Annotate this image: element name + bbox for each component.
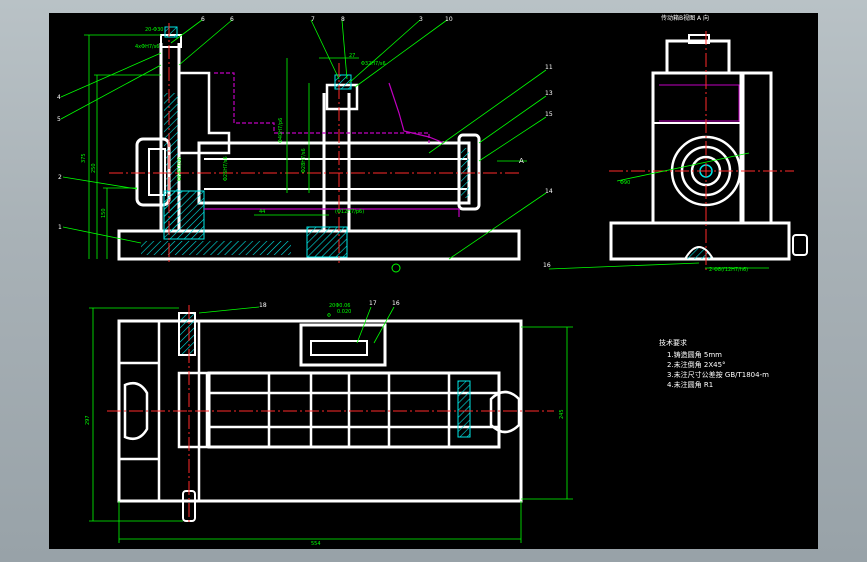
dim-27: 27 <box>349 53 355 59</box>
balloon-labels: 6 6 4 5 2 1 7 8 3 10 11 13 15 14 16 18 1… <box>57 16 553 309</box>
dim-phi: Φ <box>327 313 331 319</box>
dim-4phiH7: 4xΦH7/s6 <box>135 44 160 50</box>
balloon-4: 4 <box>57 94 61 101</box>
balloon-3: 3 <box>419 16 423 23</box>
balloon-1: 1 <box>58 224 62 231</box>
dim-0020: 0.020 <box>337 309 351 315</box>
balloon-6a: 6 <box>201 16 205 23</box>
section-marker-a: A <box>519 157 524 165</box>
balloon-16: 16 <box>543 262 551 269</box>
balloon-13: 13 <box>545 90 553 97</box>
balloon-11: 11 <box>545 64 553 71</box>
tech-requirements-title: 技术要求 <box>659 338 687 347</box>
balloon-7: 7 <box>311 16 315 23</box>
dim-297: 297 <box>85 415 91 425</box>
balloon-8: 8 <box>341 16 345 23</box>
tech-requirement-3: 3.未注尺寸公差按 GB/T1804-m <box>667 370 769 379</box>
dim-375: 375 <box>81 153 87 163</box>
dim-150: 150 <box>101 208 107 218</box>
balloon-2: 2 <box>58 174 62 181</box>
dimension-labels: 20-Φ30 4xΦH7/s6 Φ64h7/s6 Φ25H7/s6 Φ40H7/… <box>81 27 748 547</box>
drawing-canvas: 6 6 4 5 2 1 7 8 3 10 11 13 15 14 16 18 1… <box>49 13 818 549</box>
balloon-5: 5 <box>57 116 61 123</box>
balloon-17: 17 <box>369 300 377 307</box>
dim-2phi8: 2-Φ8(f12H7/h6) <box>709 267 748 273</box>
dim-phi28: Φ28H7/s6 <box>301 148 307 173</box>
dim-245: 245 <box>559 409 565 419</box>
tech-requirement-1: 1.铸造圆角 5mm <box>667 350 722 359</box>
dim-phi90: Φ90 <box>620 180 630 186</box>
balloon-15: 15 <box>545 111 553 118</box>
balloon-10: 10 <box>445 16 453 23</box>
dim-250: 250 <box>91 163 97 173</box>
tech-requirement-2: 2.未注倒角 2X45° <box>667 360 726 369</box>
balloon-6b: 6 <box>230 16 234 23</box>
side-view <box>548 31 808 273</box>
dim-554: 554 <box>311 541 321 547</box>
cad-drawing: 6 6 4 5 2 1 7 8 3 10 11 13 15 14 16 18 1… <box>57 14 808 547</box>
tech-requirement-4: 4.未注圆角 R1 <box>667 380 713 389</box>
dim-phi25: Φ25H7/s6 <box>223 156 229 181</box>
front-view <box>60 19 547 273</box>
tech-requirements: 技术要求 1.铸造圆角 5mm 2.未注倒角 2X45° 3.未注尺寸公差按 G… <box>659 338 769 389</box>
balloon-18: 18 <box>259 302 267 309</box>
balloon-14: 14 <box>545 188 553 195</box>
dim-phi12: (Φ12H7/p6) <box>335 209 364 215</box>
top-view <box>89 305 573 543</box>
balloon-16b: 16 <box>392 300 400 307</box>
dim-phi40: Φ40H7/p6 <box>278 118 284 143</box>
dim-20phi006: 20Φ0.06 <box>329 303 350 309</box>
side-view-title: 传动箱B视图 A 向 <box>661 14 709 22</box>
dim-phi64: Φ64h7/s6 <box>177 157 183 181</box>
dim-20-phi30: 20-Φ30 <box>145 27 163 33</box>
dim-phi32: Φ32H7/s6 <box>361 61 386 67</box>
dim-44: 44 <box>259 209 265 215</box>
